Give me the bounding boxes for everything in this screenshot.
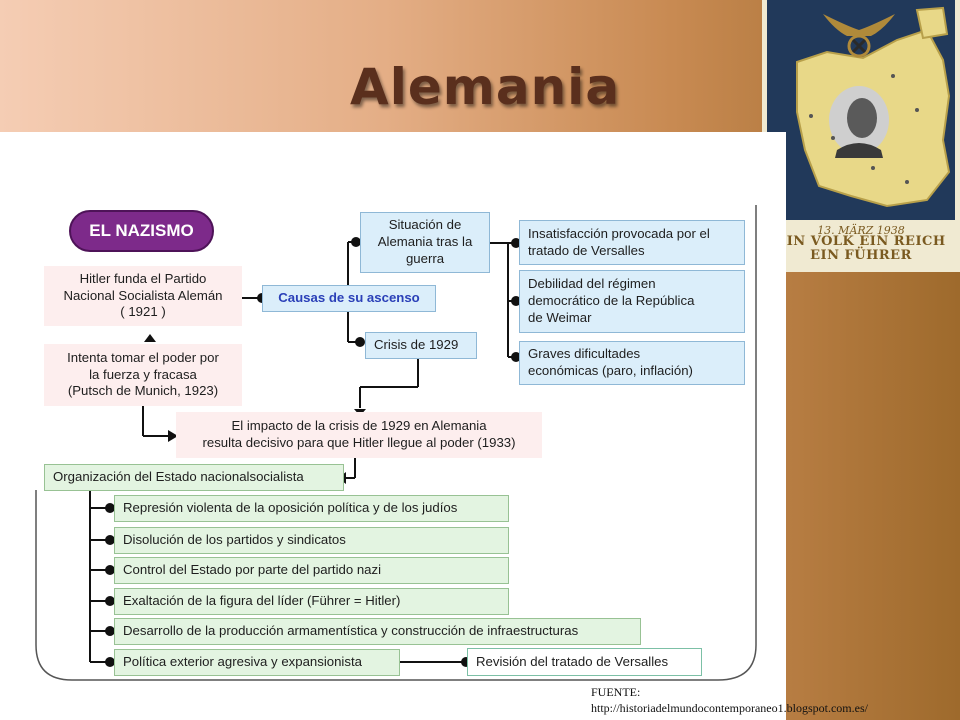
node-item-desarrollo-armamentistico: Desarrollo de la producción armamentísti…: [114, 618, 641, 645]
root-node-el-nazismo: EL NAZISMO: [69, 210, 214, 252]
node-insatisfaccion-versalles: Insatisfacción provocada por el tratado …: [519, 220, 745, 265]
node-debilidad-weimar: Debilidad del régimen democrático de la …: [519, 270, 745, 333]
node-putsch-munich: Intenta tomar el poder por la fuerza y f…: [44, 344, 242, 406]
node-situacion-alemania: Situación de Alemania tras la guerra: [360, 212, 490, 273]
node-crisis-1929: Crisis de 1929: [365, 332, 477, 359]
poster-slogan-line-2: EIN FÜHRER: [810, 248, 912, 263]
poster-slogan-line-1: EIN VOLK EIN REICH: [776, 234, 946, 249]
node-revision-versalles: Revisión del tratado de Versalles: [467, 648, 702, 676]
node-item-exaltacion-lider: Exaltación de la figura del líder (Führe…: [114, 588, 509, 615]
eagle-emblem: [823, 14, 895, 36]
node-organizacion-estado: Organización del Estado nacionalsocialis…: [44, 464, 344, 491]
node-impacto-crisis-1929: El impacto de la crisis de 1929 en Alema…: [176, 412, 542, 458]
poster-artwork: [767, 0, 955, 220]
node-item-politica-exterior: Política exterior agresiva y expansionis…: [114, 649, 400, 676]
node-causas-de-su-ascenso: Causas de su ascenso: [262, 285, 436, 312]
source-label: FUENTE:: [591, 685, 641, 699]
node-hitler-funda-partido: Hitler funda el Partido Nacional Sociali…: [44, 266, 242, 326]
slide-title: Alemania: [350, 58, 621, 116]
source-citation: FUENTE: http://historiadelmundocontempor…: [591, 684, 868, 716]
germany-map-illustration: [796, 6, 951, 208]
node-item-control-estado: Control del Estado por parte del partido…: [114, 557, 509, 584]
node-dificultades-economicas: Graves dificultades económicas (paro, in…: [519, 341, 745, 385]
propaganda-poster: 13. MÄRZ 1938 EIN VOLK EIN REICH EIN FÜH…: [762, 0, 960, 272]
node-item-disolucion: Disolución de los partidos y sindicatos: [114, 527, 509, 554]
poster-date: 13. MÄRZ 1938: [817, 224, 905, 237]
node-item-represion: Represión violenta de la oposición polít…: [114, 495, 509, 522]
source-url[interactable]: http://historiadelmundocontemporaneo1.bl…: [591, 701, 868, 715]
